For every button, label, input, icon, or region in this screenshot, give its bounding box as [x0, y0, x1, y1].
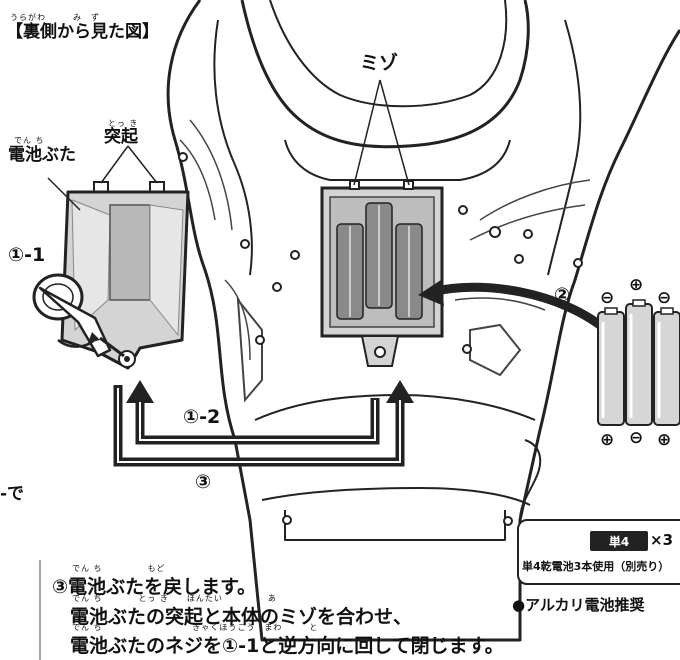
page-title: 【裏側から見た図】 [6, 22, 159, 42]
step-2-label: ② [554, 284, 571, 306]
instruction-line3-ruby: でん ち ぎゃくほうこう まわ と [72, 623, 319, 632]
instruction-line2: 電池ぶたの突起と本体のミゾを合わせ、 [70, 606, 413, 628]
battery-size-badge: 単4 [590, 531, 648, 551]
battery-plus-center-top: ⊕ [629, 275, 644, 295]
battery-plus-right-bottom: ⊕ [657, 430, 672, 450]
battery-compartment [320, 180, 444, 367]
cover-ruby: でん ち [14, 136, 45, 145]
groove-label: ミゾ [360, 52, 399, 74]
instruction-line3: 電池ぶたのネジを①-1と逆方向に回して閉じます。 [70, 635, 504, 657]
protrusion-ruby: とっ き [108, 119, 139, 128]
battery-cover [60, 181, 190, 370]
left-wing-ribs [179, 119, 263, 403]
battery-minus-left-top: ⊖ [600, 288, 615, 308]
arrow-inner-lines [117, 388, 401, 463]
cover-label: 電池ぶた [8, 145, 76, 165]
screwdriver-icon [32, 273, 125, 358]
step-1-1-label: ①-1 [8, 244, 46, 266]
battery-usage-text: 単4乾電池3本使用（別売り） [522, 560, 670, 573]
step-3-label: ③ [195, 471, 212, 493]
battery-minus-center-bottom: ⊖ [629, 428, 644, 448]
battery-spec-box [517, 519, 680, 585]
battery-minus-right-top: ⊖ [657, 288, 672, 308]
protrusion-label: 突起 [104, 127, 138, 147]
instruction-line1-ruby: でん ち もど [72, 564, 166, 573]
screw-holes [178, 152, 583, 526]
left-edge-text: -で [0, 484, 25, 504]
instruction-line2-ruby: でん ち とっ き ほんたい あ [72, 594, 277, 603]
protrusion-pointer-lines [47, 145, 158, 211]
device-body [166, 0, 680, 642]
alkaline-recommend: ●アルカリ電池推奨 [512, 596, 645, 614]
battery-plus-left-bottom: ⊕ [600, 430, 615, 450]
title-ruby: うらがわ み ず [10, 13, 100, 22]
right-wing-ribs [454, 179, 591, 377]
arrow-heads [126, 280, 444, 403]
step-1-2-label: ①-2 [183, 406, 221, 428]
instruction-line1: ③電池ぶたを戻します。 [52, 576, 257, 598]
groove-pointer-lines [353, 79, 410, 186]
battery-multiplier: ×3 [650, 531, 674, 549]
aaa-batteries-icon [597, 299, 680, 426]
